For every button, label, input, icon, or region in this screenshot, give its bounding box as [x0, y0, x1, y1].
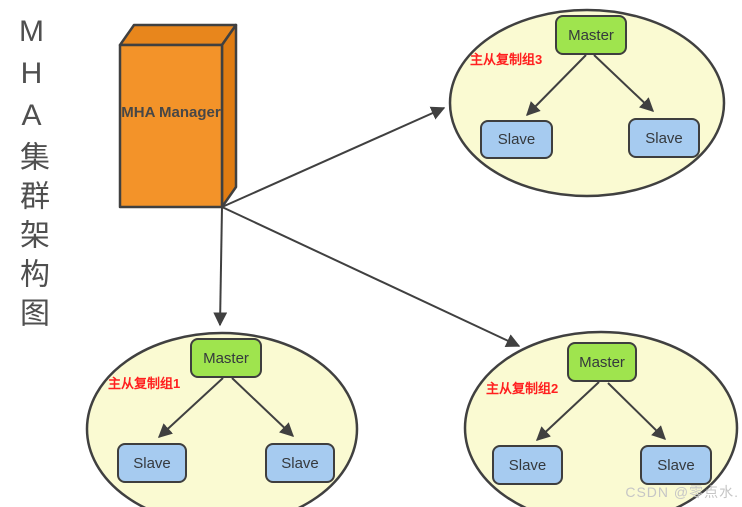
- mha-manager-box-side-face: [220, 23, 238, 209]
- group3-label: 主从复制组3: [470, 52, 543, 67]
- group3-slave2-node: Slave: [628, 118, 700, 158]
- group2-master-node: Master: [567, 342, 637, 382]
- group3-master-node: Master: [555, 15, 627, 55]
- arrow-manager-to-group2: [221, 206, 521, 347]
- mha-manager-label: MHA Manager: [121, 104, 221, 121]
- group1-master-node: Master: [190, 338, 262, 378]
- group2-slave1-node: Slave: [492, 445, 563, 485]
- arrow-group1-master-to-slave1: [157, 377, 224, 438]
- page-title: MHA集群架构图: [15, 15, 48, 336]
- replication-arrows: [157, 54, 666, 441]
- arrow-manager-to-group1: [213, 206, 228, 327]
- arrow-manager-to-group3: [221, 106, 446, 208]
- arrow-group1-master-to-slave2: [231, 377, 295, 437]
- csdn-watermark: CSDN @零点水.: [625, 484, 739, 500]
- arrow-group2-master-to-slave1: [535, 381, 600, 441]
- mha-manager-box: [118, 23, 238, 209]
- mha-manager-box-front-face: [118, 43, 224, 209]
- manager-arrows: [213, 106, 521, 347]
- arrow-group3-master-to-slave2: [593, 54, 655, 112]
- group1-slave2-node: Slave: [265, 443, 335, 483]
- arrow-group3-master-to-slave1: [526, 54, 587, 116]
- group3-slave1-node: Slave: [480, 120, 553, 159]
- mha-manager-box-top-face: [118, 23, 238, 47]
- group1-slave1-node: Slave: [117, 443, 187, 483]
- group2-label: 主从复制组2: [486, 381, 559, 396]
- group2-slave2-node: Slave: [640, 445, 712, 485]
- group1-label: 主从复制组1: [108, 376, 181, 391]
- arrow-group2-master-to-slave2: [607, 382, 666, 440]
